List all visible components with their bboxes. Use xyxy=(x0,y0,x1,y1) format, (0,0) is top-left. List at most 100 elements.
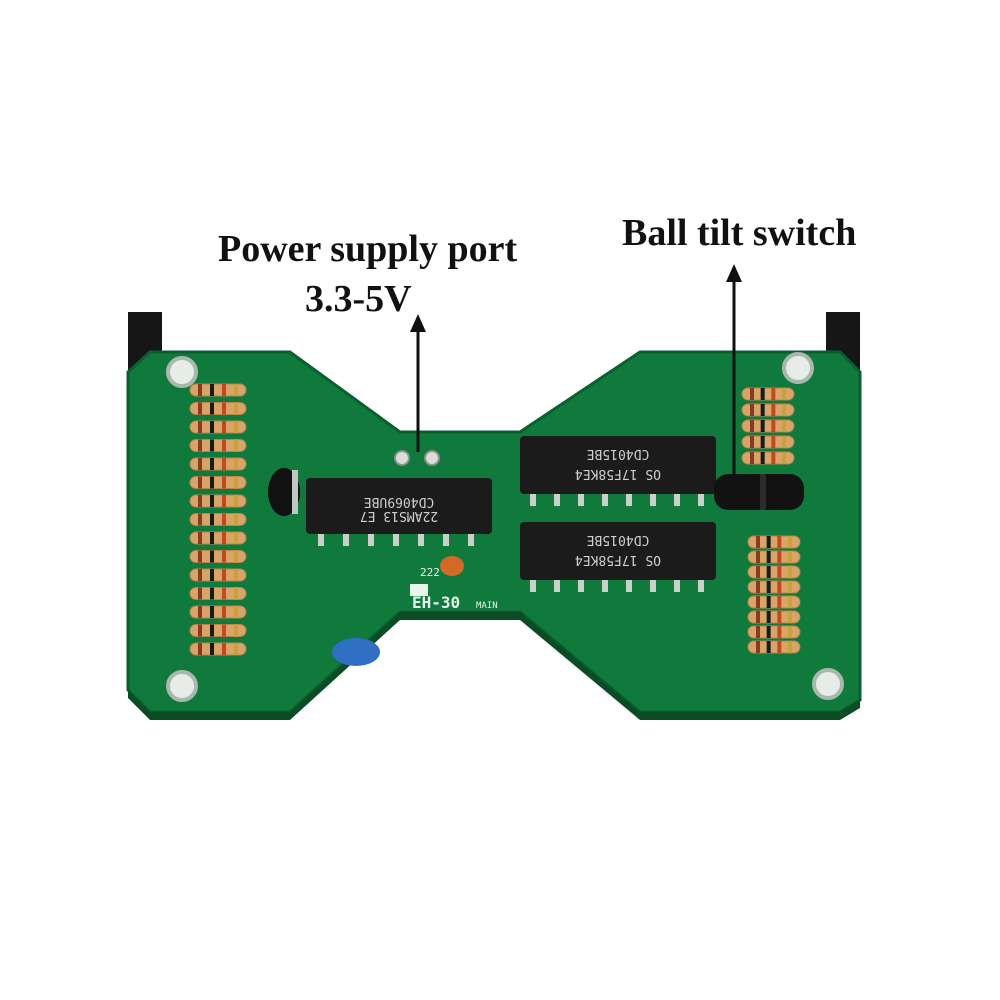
resistor-band xyxy=(198,421,202,433)
resistor-body xyxy=(747,550,801,564)
resistor-band xyxy=(771,388,776,400)
left-resistor-bank xyxy=(189,383,247,656)
power-pad-1 xyxy=(394,450,410,466)
resistor-band xyxy=(766,536,771,548)
resistor-band xyxy=(222,587,226,600)
resistor-band xyxy=(222,495,226,507)
resistor-band xyxy=(782,436,786,448)
resistor xyxy=(741,403,795,417)
resistor-band xyxy=(782,388,786,400)
chip-left-pins xyxy=(318,534,474,546)
resistor-band xyxy=(782,420,786,432)
tilt-arrow-head xyxy=(726,264,742,282)
resistor-band xyxy=(756,581,760,593)
resistor-band xyxy=(756,641,760,653)
resistor-band xyxy=(210,550,214,563)
resistor-band xyxy=(210,421,214,433)
resistor xyxy=(189,476,247,489)
chip-right-bottom-code: OS 17F58KE4 xyxy=(575,552,661,567)
resistor-band xyxy=(760,452,765,464)
resistor-body xyxy=(189,383,247,397)
resistor-band xyxy=(234,532,238,544)
chip-pin xyxy=(674,494,680,506)
resistor xyxy=(747,625,801,639)
resistor-band xyxy=(777,551,782,563)
resistor-body xyxy=(741,435,795,449)
resistor-body xyxy=(189,494,247,508)
resistor xyxy=(741,419,795,433)
resistor-band xyxy=(766,626,771,638)
resistor-band xyxy=(222,550,226,563)
chip-right-top-label: CD4015BE xyxy=(587,446,650,461)
chip-pin xyxy=(674,580,680,592)
resistor xyxy=(189,383,247,397)
resistor-body xyxy=(189,605,247,619)
resistor-band xyxy=(756,551,760,563)
chip-pin xyxy=(393,534,399,546)
resistor-band xyxy=(198,402,202,415)
resistor-band xyxy=(766,641,771,653)
resistor xyxy=(747,640,801,654)
tilt-switch-seam xyxy=(760,474,766,510)
resistor-body xyxy=(189,550,247,563)
resistor-band xyxy=(788,581,792,593)
resistor-band xyxy=(210,458,214,470)
resistor xyxy=(189,494,247,508)
chip-pin xyxy=(468,534,474,546)
resistor-body xyxy=(189,587,247,600)
resistor-band xyxy=(756,626,760,638)
chip-pin xyxy=(698,494,704,506)
resistor-band xyxy=(198,606,202,618)
resistor-band xyxy=(210,402,214,415)
resistor-body xyxy=(189,531,247,545)
board-model-suffix: MAIN xyxy=(476,601,498,611)
resistor-body xyxy=(189,439,247,452)
board-logo-mark xyxy=(410,584,428,596)
resistor-band xyxy=(222,402,226,415)
resistor-band xyxy=(788,551,792,563)
resistor-band xyxy=(788,596,792,608)
resistor xyxy=(189,457,247,471)
resistor-band xyxy=(766,551,771,563)
resistor xyxy=(189,605,247,619)
resistor-band xyxy=(234,495,238,507)
resistor-band xyxy=(760,404,765,416)
resistor-band xyxy=(756,596,760,608)
chip-pin xyxy=(418,534,424,546)
resistor-band xyxy=(234,606,238,618)
resistor-band xyxy=(210,624,214,637)
resistor-band xyxy=(222,439,226,452)
resistor xyxy=(747,565,801,579)
resistor-band xyxy=(756,611,760,623)
resistor-band xyxy=(234,384,238,396)
resistor xyxy=(189,568,247,582)
resistor xyxy=(189,550,247,563)
chip-pin xyxy=(626,494,632,506)
callout-ball-tilt-switch: Ball tilt switch xyxy=(622,212,857,254)
chip-pin xyxy=(530,580,536,592)
resistor-band xyxy=(198,495,202,507)
resistor-band xyxy=(766,581,771,593)
resistor-band xyxy=(756,536,760,548)
resistor-band xyxy=(777,536,782,548)
pcb-edge xyxy=(128,612,860,720)
resistor-band xyxy=(234,624,238,637)
chip-right-bottom-label: CD4015BE xyxy=(587,532,650,547)
chip-pin xyxy=(530,494,536,506)
resistor xyxy=(741,451,795,465)
resistor-band xyxy=(210,606,214,618)
resistor-band xyxy=(234,439,238,452)
resistor-band xyxy=(750,420,754,432)
mount-hole-bl xyxy=(166,670,198,702)
resistor-band xyxy=(198,476,202,489)
resistor-band xyxy=(771,452,776,464)
resistor-band xyxy=(766,566,771,578)
resistor-band xyxy=(198,532,202,544)
resistor-band xyxy=(222,384,226,396)
resistor-band xyxy=(222,624,226,637)
resistor-band xyxy=(234,550,238,563)
power-pad-2 xyxy=(424,450,440,466)
resistor-band xyxy=(788,536,792,548)
chip-pin xyxy=(368,534,374,546)
